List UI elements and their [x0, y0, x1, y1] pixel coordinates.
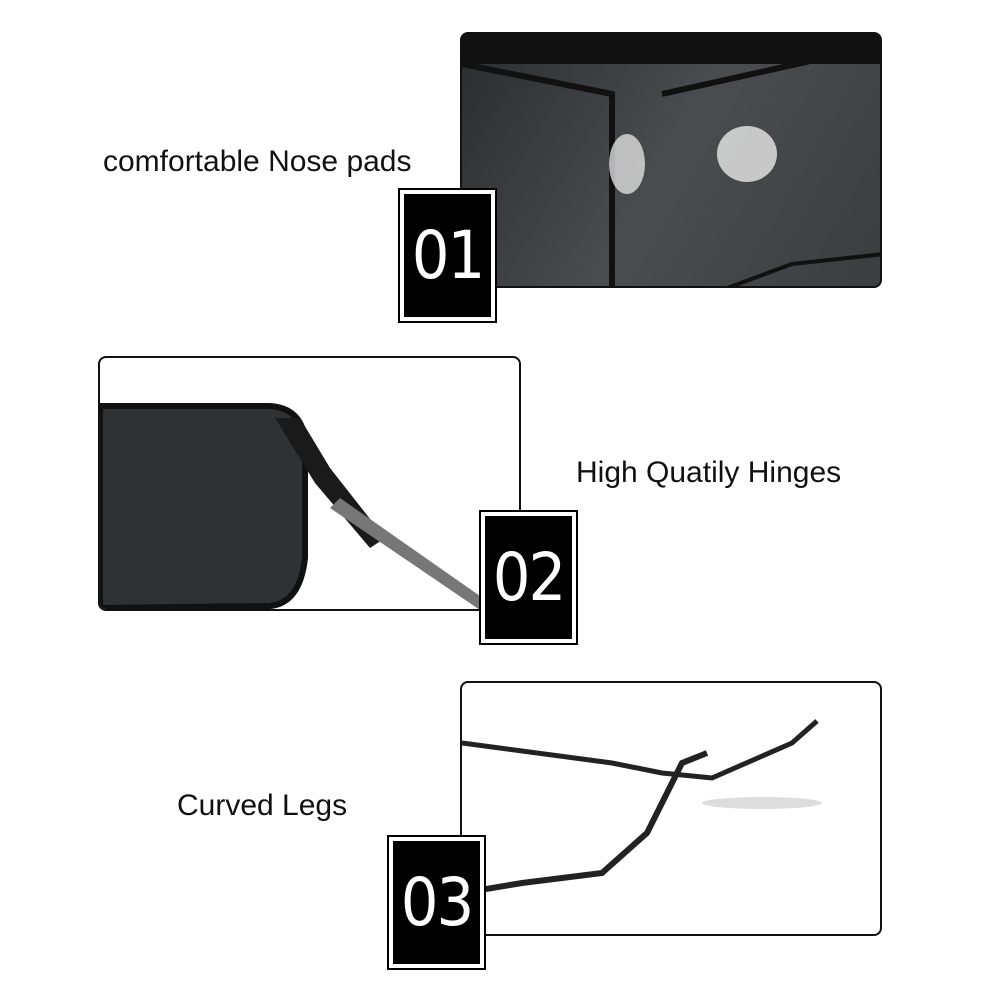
- hinges-illustration: [100, 403, 490, 609]
- nose-pads-illustration: [462, 34, 880, 286]
- feature-label-3: Curved Legs: [177, 789, 348, 822]
- curved-legs-photo: [460, 681, 882, 936]
- feature-label-1: comfortable Nose pads: [103, 145, 412, 178]
- curved-legs-illustration: [462, 719, 822, 896]
- feature-number-2: 02: [485, 516, 572, 639]
- feature-badge-3: 03: [387, 835, 486, 970]
- feature-badge-1: 01: [398, 188, 497, 323]
- feature-label-2: High Quatily Hinges: [576, 456, 842, 489]
- feature-badge-2: 02: [479, 510, 578, 645]
- hinges-photo: [98, 356, 521, 611]
- feature-number-1: 01: [404, 194, 491, 317]
- feature-number-3: 03: [393, 841, 480, 964]
- nose-pads-photo: [460, 32, 882, 288]
